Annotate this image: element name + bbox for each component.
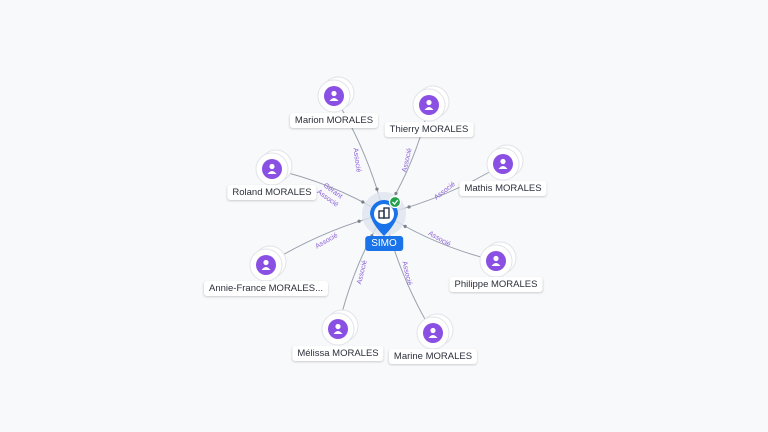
edge-relation-text: Associé xyxy=(314,232,339,250)
person-node[interactable] xyxy=(479,241,517,278)
person-icon xyxy=(333,323,343,334)
edge-relation-text: Associé xyxy=(356,260,369,286)
person-name-label[interactable]: Philippe MORALES xyxy=(449,277,543,292)
person-name-label[interactable]: Thierry MORALES xyxy=(384,122,474,137)
person-node[interactable] xyxy=(412,85,450,122)
edge-arrow xyxy=(361,200,365,204)
person-icon xyxy=(329,90,339,101)
center-company-node[interactable] xyxy=(362,192,406,236)
person-name-label[interactable]: Marion MORALES xyxy=(289,113,379,128)
person-icon xyxy=(491,255,501,266)
person-node[interactable] xyxy=(317,76,355,113)
edge-arrow xyxy=(394,191,398,196)
center-company-label[interactable]: SIMO xyxy=(365,236,403,251)
edge-arrow xyxy=(407,205,411,209)
person-icon xyxy=(261,259,271,270)
person-name-label[interactable]: Annie-France MORALES... xyxy=(203,281,329,296)
person-name-label[interactable]: Mathis MORALES xyxy=(459,181,547,196)
edge-arrow xyxy=(375,187,379,191)
person-node[interactable] xyxy=(249,245,287,282)
edge-label: Associé xyxy=(314,232,339,250)
edge-label: Associé xyxy=(356,260,369,286)
person-node[interactable] xyxy=(321,309,359,346)
edge-relation-text: Associé xyxy=(433,181,457,202)
edge-relation-text: Associé xyxy=(400,261,412,287)
person-icon xyxy=(428,327,438,338)
person-icon xyxy=(498,158,508,169)
edge-label: Associé xyxy=(400,261,412,287)
person-node[interactable] xyxy=(255,149,293,186)
person-icon xyxy=(267,163,277,174)
check-icon xyxy=(388,195,402,209)
edge-arrow xyxy=(403,224,407,228)
person-name-label[interactable]: Roland MORALES xyxy=(227,185,317,200)
person-name-label[interactable]: Mélissa MORALES xyxy=(292,346,384,361)
building-icon xyxy=(378,207,390,219)
person-name-label[interactable]: Marine MORALES xyxy=(388,349,478,364)
edge-label: Associé xyxy=(433,181,457,202)
person-node[interactable] xyxy=(416,313,454,350)
person-node[interactable] xyxy=(486,144,524,181)
person-icon xyxy=(424,99,434,110)
edge-arrow xyxy=(357,219,361,223)
edge-label: Associé xyxy=(351,148,361,173)
edge-relation-text: Associé xyxy=(351,148,361,173)
